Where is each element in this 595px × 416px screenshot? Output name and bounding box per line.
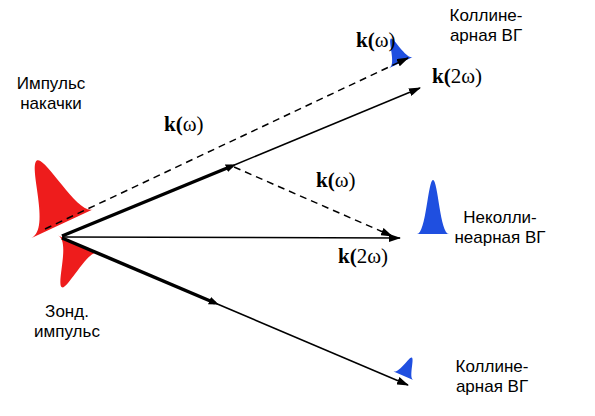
k-omega-pump — [62, 166, 232, 236]
k-2omega-middle — [62, 237, 400, 238]
k-2omega-bottom — [215, 303, 408, 385]
collinear-sh-label: Коллине- арная ВГ — [446, 357, 538, 397]
wave-vector-label: k(ω) — [316, 168, 356, 192]
k-omega-probe — [62, 238, 215, 303]
sh-pulse-middle — [417, 180, 449, 234]
collinear-sh-label: Коллине- арная ВГ — [440, 6, 532, 46]
wave-vector-label: k(2ω) — [338, 244, 388, 268]
wave-vector-label: k(2ω) — [432, 64, 482, 88]
k-omega-dashed-middle — [234, 167, 392, 236]
sh-pulse-bottom — [393, 353, 421, 380]
k-omega-dashed-top — [45, 58, 408, 229]
k-2omega-top — [232, 88, 420, 166]
probe-pulse — [40, 236, 98, 296]
wave-vector-label: k(ω) — [164, 112, 204, 136]
noncollinear-sh-label: Неколли- неарная ВГ — [450, 208, 550, 248]
wave-vector-label: k(ω) — [356, 28, 396, 52]
probe-pulse-label: Зонд. импульс — [24, 302, 110, 342]
pump-pulse — [3, 148, 93, 238]
pump-pulse-label: Импульс накачки — [2, 74, 100, 114]
